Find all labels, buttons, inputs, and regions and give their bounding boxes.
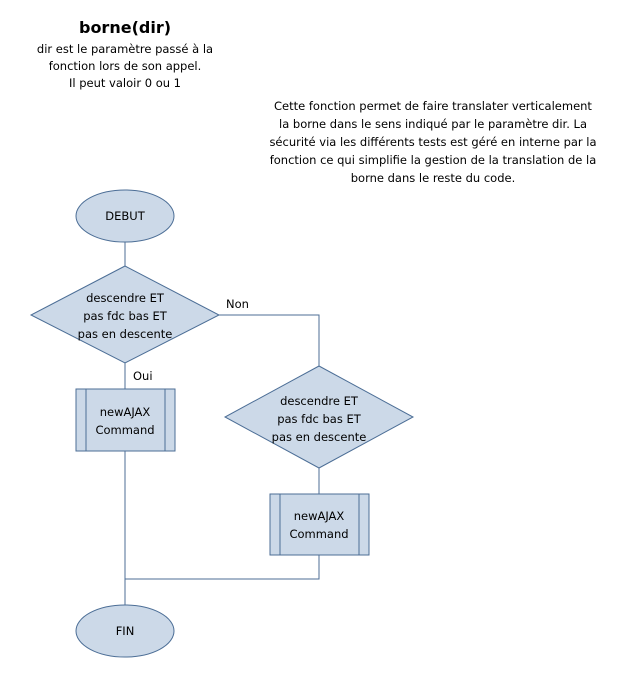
process-2: newAJAX Command — [269, 493, 370, 556]
parameter-note-line: Il peut valoir 0 ou 1 — [68, 76, 181, 90]
end-terminator: FIN — [75, 604, 175, 658]
process-1-line: newAJAX — [100, 405, 151, 419]
process-2-line: Command — [289, 527, 348, 541]
decision-2: descendre ET pas fdc bas ET pas en desce… — [223, 365, 415, 469]
description-line: la borne dans le sens indiqué par le par… — [279, 117, 587, 131]
process-1: newAJAX Command — [75, 388, 176, 452]
process-1-box — [75, 388, 176, 452]
edge-label-no: Non — [226, 297, 249, 311]
parameter-note-line: dir est le paramètre passé à la — [36, 42, 214, 56]
description-line: sécurité via les différents tests est gé… — [269, 135, 597, 149]
start-terminator: DEBUT — [75, 189, 175, 243]
decision-1-line: descendre ET — [86, 291, 165, 305]
decision-1-diamond — [29, 265, 221, 364]
parameter-note-line: fonction lors de son appel. — [48, 59, 202, 73]
connector-decision1-no — [219, 314, 320, 366]
parameter-note: dir est le paramètre passé à la fonction… — [20, 41, 230, 92]
start-ellipse — [75, 189, 175, 243]
connector-process2-to-merge — [125, 555, 320, 580]
end-label: FIN — [116, 624, 135, 638]
description-line: fonction ce qui simplifie la gestion de … — [269, 153, 597, 167]
process-2-line: newAJAX — [294, 509, 345, 523]
process-1-line: Command — [95, 423, 154, 437]
description-line: Cette fonction permet de faire translate… — [274, 99, 592, 113]
decision-2-line: pas en descente — [272, 430, 367, 444]
connectors — [124, 242, 320, 605]
decision-2-diamond — [223, 365, 415, 469]
decision-1: descendre ET pas fdc bas ET pas en desce… — [29, 265, 221, 364]
decision-2-line: descendre ET — [280, 394, 359, 408]
page-title: borne(dir) — [78, 18, 172, 37]
decision-2-line: pas fdc bas ET — [277, 412, 362, 426]
function-description: Cette fonction permet de faire translate… — [262, 97, 604, 187]
edge-label-yes: Oui — [133, 369, 153, 383]
start-label: DEBUT — [105, 209, 145, 223]
decision-1-line: pas en descente — [78, 327, 173, 341]
decision-1-line: pas fdc bas ET — [83, 309, 168, 323]
process-2-box — [269, 493, 370, 556]
description-line: borne dans le reste du code. — [350, 171, 516, 185]
end-ellipse — [75, 604, 175, 658]
